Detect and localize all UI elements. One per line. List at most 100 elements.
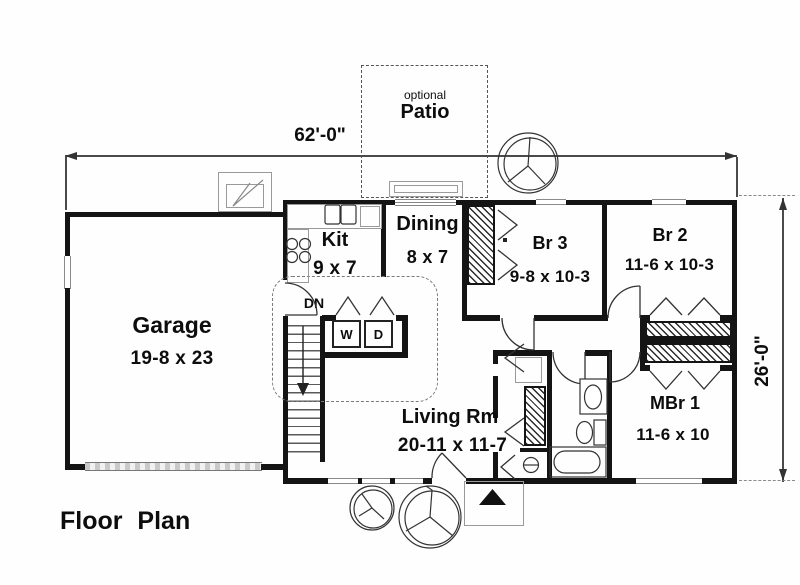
room-label-br2: Br 2 [652,225,688,245]
wall-hall-top-b [534,315,608,321]
wall-bath-left [547,350,552,478]
linen-cabinet [515,357,542,383]
wall-bottom-stub-1 [358,478,362,484]
wall-right [732,200,737,484]
patio-label: Patio [400,101,450,123]
patio-qualifier-label: optional [403,88,447,102]
window-living-2 [362,478,390,484]
wall-bath-top-post [585,350,607,356]
wall-garage-left-lower [65,288,70,469]
room-label-living: Living Rm [401,406,499,428]
door-arc-mbr1 [609,351,641,383]
patio-step-inner [394,185,458,193]
window-living-3 [395,478,423,484]
linen-closet-shelf [524,386,546,446]
entry-stoop [464,481,524,526]
washer-label: W [340,326,353,342]
tree-icon-top [497,132,559,194]
wall-linen-stub-2 [493,376,498,418]
plan-title: Floor Plan [60,507,191,535]
wall-closet-left [640,315,645,371]
wall-closet-mid [640,338,732,343]
dryer-label: D [373,326,384,342]
tree-icon-bottom-large [398,485,462,549]
wall-br3-br2 [602,200,607,320]
wall-wd-bottom [322,352,408,358]
window-living-1 [328,478,358,484]
closet-br2-shelf [645,321,732,338]
wall-linen-top [495,350,552,356]
room-size-mbr1: 11-6 x 10 [636,425,710,444]
wall-top-kitchen [283,200,395,205]
wall-garage-top [65,212,288,217]
wall-bottom-center [466,478,636,484]
door-arc-br2 [607,285,641,319]
dryer-box: D [364,320,393,348]
closet-mbr1-shelf [645,343,732,363]
wall-wd-post-left [322,315,336,321]
room-label-kitchen: Kit [321,229,349,251]
sliding-door-dining [395,199,456,206]
bathtub-icon [549,446,607,478]
wall-wd-right [402,315,408,358]
wall-garage-bottom-left [65,464,86,470]
tree-icon-bottom-small [349,485,395,531]
light-fixture-icon [522,456,540,474]
bifold-door-mbr1-closet [649,370,721,390]
wall-top-right [686,200,737,205]
room-size-living: 20-11 x 11-7 [397,435,508,456]
window-br3 [536,199,566,205]
wall-bottom-stub-2 [390,478,395,484]
dimension-width-label: 62'-0" [294,125,346,146]
washer-box: W [332,320,361,348]
wall-linen-stub-1 [493,350,498,364]
wall-linen-stub-3 [493,452,498,478]
wall-br2-closet-right-post [720,315,737,321]
room-size-dining: 8 x 7 [406,247,449,267]
room-label-garage: Garage [132,312,212,338]
room-size-kitchen: 9 x 7 [313,258,357,279]
dimension-depth-label: 26'-0" [752,335,773,387]
wall-dining-br3 [462,200,467,320]
wall-kitchen-dining [381,200,386,277]
open-area-outline [272,276,438,402]
room-label-dining: Dining [396,213,459,235]
dimension-depth-extension-bottom [739,480,795,481]
dimension-extension-left [65,157,67,210]
bifold-door-br2-closet [649,297,721,316]
window-mbr1 [636,478,702,484]
bathroom-sink-icon [579,378,608,415]
wall-mbr-closet-left-post [640,365,650,371]
dimension-depth-extension-top [739,195,795,196]
toilet-icon [575,419,607,446]
wall-mbr-left [607,350,612,478]
door-arc-br3 [501,317,535,351]
wall-linen-bottom [520,448,552,452]
dimension-width-line [65,155,737,157]
chimney-outline [218,172,272,212]
room-size-br3: 9-8 x 10-3 [509,267,591,286]
room-size-br2: 11-6 x 10-3 [624,255,715,274]
chimney-inner [226,184,264,208]
wall-top-br3-left [456,200,536,205]
door-arc-front-entry [431,452,467,479]
wall-hall-top-a [462,315,500,321]
room-label-br3: Br 3 [532,233,568,253]
room-label-mbr1: MBr 1 [649,393,700,413]
patio-outline [361,65,488,198]
wall-house-left-upper [283,200,288,280]
wall-br2-closet-left-post [640,315,650,321]
window-br2 [652,199,686,205]
wall-garage-bottom-right [261,464,288,470]
wall-garage-left-upper [65,212,70,258]
wall-bottom-stub-3 [423,478,432,484]
closet-br3-shelf [467,205,495,285]
window-garage-left [64,256,71,289]
wall-bottom-living-left [283,478,328,484]
room-size-garage: 19-8 x 23 [130,348,214,369]
dimension-depth-line [782,198,784,482]
wall-stairs-right [320,316,325,462]
garage-door [85,462,262,471]
wall-mbr-closet-right-post [720,365,737,371]
